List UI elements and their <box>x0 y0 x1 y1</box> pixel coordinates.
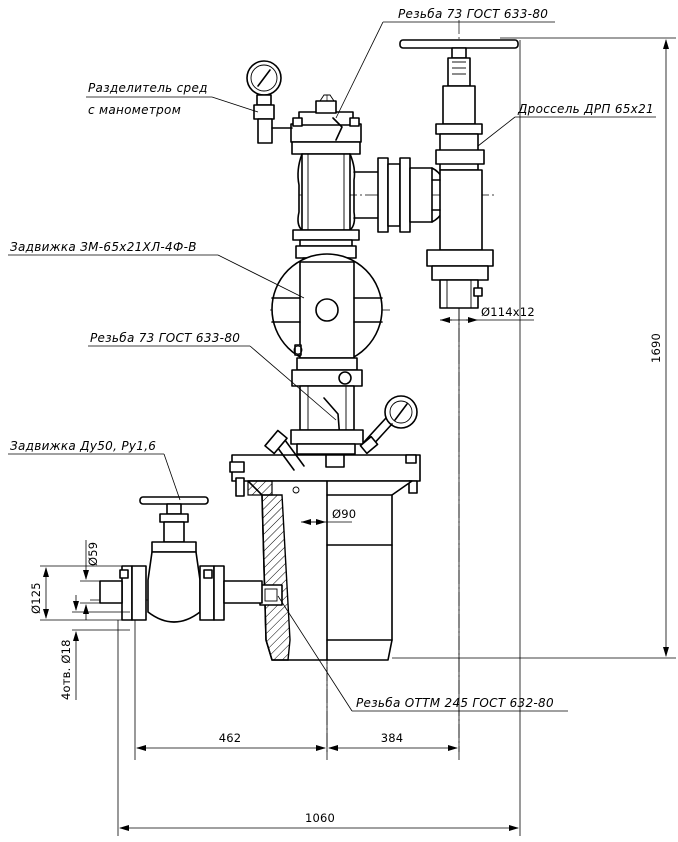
dim-width-total: 1060 <box>305 811 335 825</box>
label-separator-1: Разделитель сред <box>88 81 208 95</box>
separator-gauge <box>246 60 293 144</box>
base-housing <box>229 429 421 661</box>
label-gate-valve-main: Задвижка ЗМ-65х21ХЛ-4Ф-В <box>10 240 197 254</box>
label-thread-bottom: Резьба ОТТМ 245 ГОСТ 632-80 <box>356 696 554 710</box>
label-thread-top: Резьба 73 ГОСТ 633-80 <box>398 7 548 21</box>
label-choke: Дроссель ДРП 65х21 <box>517 102 654 116</box>
main-vertical-assembly <box>271 94 447 455</box>
choke-assembly <box>399 39 519 309</box>
dim-dia-125: Ø125 <box>29 582 43 614</box>
labels: Резьба 73 ГОСТ 633-80 Разделитель сред с… <box>10 7 663 825</box>
choke-body <box>439 169 483 251</box>
top-thread-nut <box>315 100 337 114</box>
dim-offset-right: 384 <box>381 731 404 745</box>
side-gauge <box>359 395 418 455</box>
label-thread-mid: Резьба 73 ГОСТ 633-80 <box>90 331 240 345</box>
upper-tee-body <box>301 153 351 231</box>
leader-lines <box>8 21 656 712</box>
choke-handwheel <box>399 39 519 49</box>
dim-dia-body: Ø90 <box>332 507 356 521</box>
label-gate-valve-side: Задвижка Ду50, Ру1,6 <box>10 439 156 453</box>
side-valve-handwheel <box>139 496 209 505</box>
choke-bonnet <box>442 85 476 125</box>
label-separator-2: с манометром <box>88 103 181 117</box>
dim-holes: 4отв. Ø18 <box>59 639 73 700</box>
dim-dia-59: Ø59 <box>86 542 100 566</box>
dim-offset-left: 462 <box>219 731 242 745</box>
dim-height-total: 1690 <box>649 333 663 363</box>
dim-dia-choke: Ø114х12 <box>481 305 535 319</box>
dimension-lines <box>40 37 676 836</box>
side-gate-valve <box>99 496 263 623</box>
